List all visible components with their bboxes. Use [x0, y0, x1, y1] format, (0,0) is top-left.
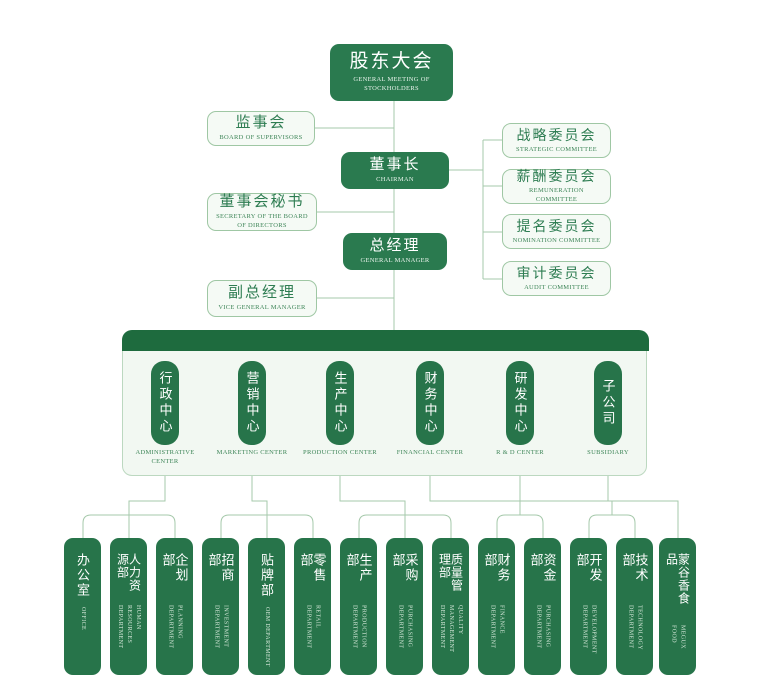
node-en: CHAIRMAN	[376, 176, 414, 184]
node-zh: 董事长	[369, 155, 421, 173]
dept-pill-megux-food: 蒙谷香食品 MEGUX FOOD	[659, 538, 696, 675]
dept-zh: 生产部	[344, 553, 373, 583]
dept-pill-planning: 企划部 PLANNING DEPARTMENT	[156, 538, 193, 675]
dept-pill-human-resources: 人力资源部 HUMAN RESOURCES DEPARTMENT	[110, 538, 147, 675]
dept-pill-purchasing: 采购部 PURCHASING DEPARTMENT	[386, 538, 423, 675]
node-en: REMUNERATION COMMITTEE	[529, 187, 584, 204]
node-zh: 副总经理	[227, 283, 296, 301]
dept-en: OEM DEPARTMENT	[264, 607, 270, 667]
node-en: GENERAL MEETING OF STOCKHOLDERS	[353, 76, 430, 92]
node-board-of-supervisors: 监事会 BOARD OF SUPERVISORS	[207, 111, 315, 146]
node-general-manager: 总经理 GENERAL MANAGER	[343, 233, 447, 270]
center-zh: 生产中心	[332, 371, 348, 435]
center-caption-marketing: MARKETING CENTER	[216, 449, 288, 456]
dept-pill-technology: 技术部 TECHNOLOGY DEPARTMENT	[616, 538, 653, 675]
center-caption-financial: FINANCIAL CENTER	[396, 449, 464, 456]
node-en: STRATEGIC COMMITTEE	[516, 145, 597, 153]
dept-en: RETAIL DEPARTMENT	[305, 605, 321, 649]
node-zh: 战略委员会	[516, 126, 597, 143]
node-zh: 监事会	[235, 113, 287, 131]
node-board-secretary: 董事会秘书 SECRETARY OF THE BOARD OF DIRECTOR…	[207, 193, 317, 231]
dept-pill-quality-management: 质量管理部 QUALITY MANAGEMENT DEPARTMENT	[432, 538, 469, 675]
node-zh: 总经理	[369, 236, 421, 254]
center-zh: 财务中心	[422, 371, 438, 435]
dept-pill-finance: 财务部 FINANCE DEPARTMENT	[478, 538, 515, 675]
node-zh: 薪酬委员会	[516, 168, 597, 185]
dept-pill-investment: 招商部 INVESTMENT DEPARTMENT	[202, 538, 239, 675]
dept-pill-retail: 零售部 RETAIL DEPARTMENT	[294, 538, 331, 675]
node-audit-committee: 审计委员会 AUDIT COMMITTEE	[502, 261, 611, 296]
dept-zh: 开发部	[574, 553, 603, 583]
node-strategic-committee: 战略委员会 STRATEGIC COMMITTEE	[502, 123, 611, 158]
center-pill-subsidiary: 子公司	[594, 361, 622, 445]
node-zh: 提名委员会	[516, 217, 597, 234]
dept-en: MEGUX FOOD	[670, 624, 686, 649]
dept-zh: 财务部	[482, 553, 511, 583]
node-en: GENERAL MANAGER	[360, 257, 430, 265]
center-pill-marketing: 营销中心	[238, 361, 266, 445]
dept-zh: 零售部	[298, 553, 327, 583]
dept-en: OFFICE	[80, 607, 86, 631]
node-chairman: 董事长 CHAIRMAN	[341, 152, 449, 189]
node-nomination-committee: 提名委员会 NOMINATION COMMITTEE	[502, 214, 611, 249]
dept-en: HUMAN RESOURCES DEPARTMENT	[117, 605, 141, 649]
dept-pill-office: 办公室 OFFICE	[64, 538, 101, 675]
node-vice-general-manager: 副总经理 VICE GENERAL MANAGER	[207, 280, 317, 317]
center-caption-rd: R & D CENTER	[496, 449, 544, 456]
centers-band-header	[122, 330, 649, 351]
dept-en: PURCHASING DEPARTMENT	[397, 605, 413, 649]
center-zh: 营销中心	[244, 371, 260, 435]
dept-zh: 企划部	[160, 553, 189, 583]
dept-pill-production: 生产部 PRODUCTION DEPARTMENT	[340, 538, 377, 675]
dept-en: PURCHASING DEPARTMENT	[535, 605, 551, 649]
dept-en: FINANCE DEPARTMENT	[489, 605, 505, 649]
center-caption-production: PRODUCTION CENTER	[303, 449, 377, 456]
dept-zh: 贴牌部	[259, 553, 274, 598]
dept-zh: 资金部	[528, 553, 557, 583]
dept-en: PRODUCTION DEPARTMENT	[351, 605, 367, 649]
node-remuneration-committee: 薪酬委员会 REMUNERATION COMMITTEE	[502, 168, 611, 204]
centers-band	[122, 330, 649, 476]
dept-zh: 蒙谷香食品	[664, 553, 691, 605]
dept-zh: 质量管理部	[437, 553, 464, 592]
center-pill-financial: 财务中心	[416, 361, 444, 445]
dept-zh: 技术部	[620, 553, 649, 583]
dept-pill-funds: 资金部 PURCHASING DEPARTMENT	[524, 538, 561, 675]
node-en: NOMINATION COMMITTEE	[512, 236, 601, 244]
dept-en: INVESTMENT DEPARTMENT	[213, 605, 229, 649]
dept-en: TECHNOLOGY DEPARTMENT	[627, 605, 643, 650]
center-pill-production: 生产中心	[326, 361, 354, 445]
node-zh: 董事会秘书	[219, 193, 305, 211]
node-en: AUDIT COMMITTEE	[524, 283, 589, 291]
node-zh: 审计委员会	[516, 264, 597, 281]
node-en: VICE GENERAL MANAGER	[218, 304, 306, 312]
dept-en: QUALITY MANAGEMENT DEPARTMENT	[439, 605, 463, 653]
center-pill-administrative: 行政中心	[151, 361, 179, 445]
dept-en: DEVELOPMENT DEPARTMENT	[581, 605, 597, 654]
center-caption-administrative: ADMINISTRATIVE CENTER	[135, 449, 195, 466]
dept-pill-oem: 贴牌部 OEM DEPARTMENT	[248, 538, 285, 675]
node-zh: 股东大会	[349, 51, 434, 73]
dept-en: PLANNING DEPARTMENT	[167, 605, 183, 649]
dept-zh: 人力资源部	[115, 553, 142, 592]
center-zh: 子公司	[600, 379, 616, 427]
center-pill-rd: 研发中心	[506, 361, 534, 445]
dept-zh: 招商部	[206, 553, 235, 583]
dept-zh: 办公室	[75, 553, 90, 598]
center-zh: 行政中心	[157, 371, 173, 435]
dept-zh: 采购部	[390, 553, 419, 583]
center-caption-subsidiary: SUBSIDIARY	[587, 449, 629, 456]
dept-pill-development: 开发部 DEVELOPMENT DEPARTMENT	[570, 538, 607, 675]
node-stockholders: 股东大会 GENERAL MEETING OF STOCKHOLDERS	[330, 44, 453, 101]
node-en: SECRETARY OF THE BOARD OF DIRECTORS	[216, 213, 308, 230]
center-zh: 研发中心	[512, 371, 528, 435]
node-en: BOARD OF SUPERVISORS	[219, 134, 303, 142]
